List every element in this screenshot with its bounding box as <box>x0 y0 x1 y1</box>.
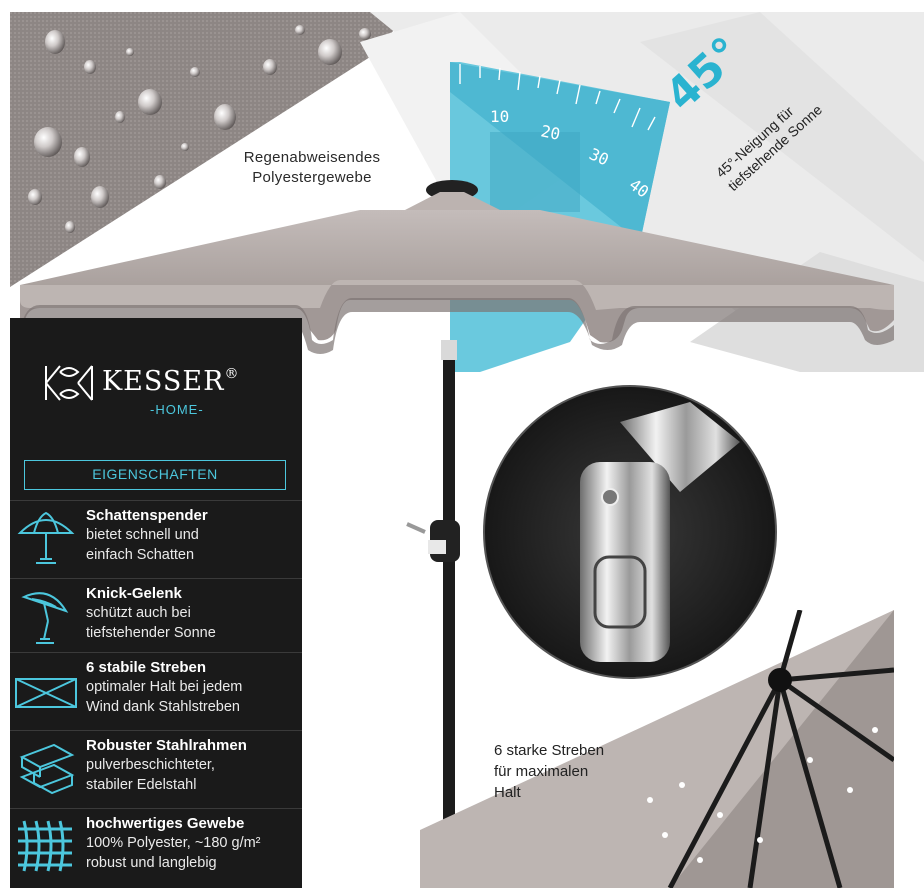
feature-row: hochwertiges Gewebe 100% Polyester, ~180… <box>10 808 302 888</box>
brand-subtitle: -HOME- <box>150 402 204 417</box>
steel-beam-icon <box>19 743 75 795</box>
kesser-logo-icon <box>45 365 93 401</box>
rain-resistant-label: Regenabweisendes Polyestergewebe <box>212 148 412 188</box>
feature-text: stabiler Edelstahl <box>86 777 197 793</box>
struts-label-line1: 6 starke Streben <box>494 742 605 759</box>
struts-label-line3: Halt <box>494 784 521 801</box>
properties-heading-box: EIGENSCHAFTEN <box>24 460 286 490</box>
parasol-icon <box>17 511 75 564</box>
feature-text: bietet schnell und <box>86 527 199 543</box>
feature-text: schützt auch bei <box>86 605 191 621</box>
struts-label: 6 starke Streben für maximalen Halt <box>494 740 654 803</box>
feature-title: hochwertiges Gewebe <box>86 815 245 832</box>
parasol-image <box>20 180 894 888</box>
feature-text: 100% Polyester, ~180 g/m² <box>86 835 261 851</box>
fabric-weave-icon <box>18 820 72 872</box>
struts-closeup-image <box>420 610 894 888</box>
tilt-joint-closeup <box>483 385 777 679</box>
feature-text: robust und langlebig <box>86 855 217 871</box>
registered-mark: ® <box>224 366 240 382</box>
feature-row: 6 stabile Streben optimaler Halt bei jed… <box>10 652 302 726</box>
tilted-parasol-icon <box>21 592 69 644</box>
struts-frame-icon <box>15 678 77 708</box>
feature-title: 6 stabile Streben <box>86 659 207 676</box>
feature-row: Robuster Stahlrahmen pulverbeschichteter… <box>10 730 302 804</box>
feature-row: Knick-Gelenk schützt auch bei tiefstehen… <box>10 578 302 652</box>
struts-label-line2: für maximalen <box>494 763 589 780</box>
feature-text: pulverbeschichteter, <box>86 757 215 773</box>
rain-label-line1: Regenabweisendes <box>243 149 381 166</box>
feature-row: Schattenspender bietet schnell und einfa… <box>10 500 302 574</box>
protractor-tick-10: 10 <box>490 107 509 126</box>
brand-name: KESSER® <box>102 366 239 397</box>
feature-title: Schattenspender <box>86 507 208 524</box>
feature-title: Robuster Stahlrahmen <box>86 737 247 754</box>
feature-text: einfach Schatten <box>86 547 195 563</box>
fabric-closeup-image <box>10 12 410 287</box>
protractor-tick-20: 20 <box>539 121 562 144</box>
feature-text: tiefstehender Sonne <box>86 625 216 641</box>
feature-text: optimaler Halt bei jedem <box>86 679 243 695</box>
feature-text: Wind dank Stahlstreben <box>86 699 240 715</box>
brand-name-text: KESSER <box>102 366 225 397</box>
rain-label-line2: Polyestergewebe <box>252 169 372 186</box>
feature-title: Knick-Gelenk <box>86 585 182 602</box>
